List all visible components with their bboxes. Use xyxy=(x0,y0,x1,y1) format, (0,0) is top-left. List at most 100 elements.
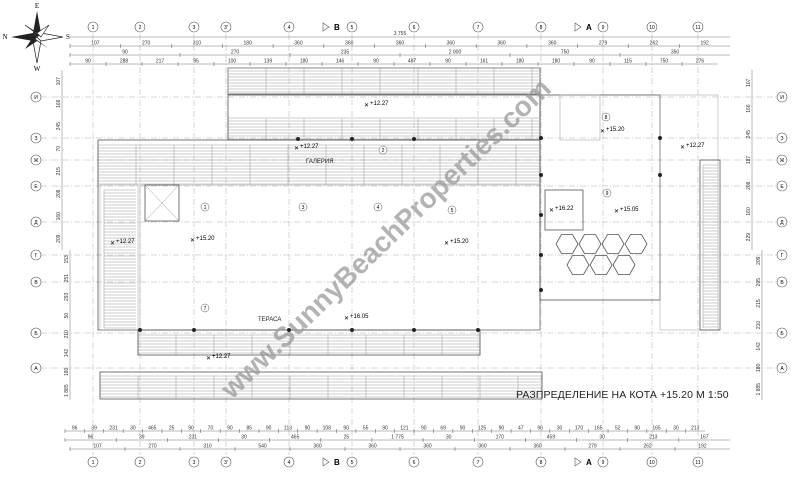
dimension-value: 279 xyxy=(599,41,608,47)
dimension-value: 100 xyxy=(228,59,237,65)
hexagon-pavement xyxy=(624,234,648,254)
column-axis-label: 6 xyxy=(413,460,416,466)
dimension-value: 90 xyxy=(266,426,272,432)
column-marker xyxy=(350,137,354,141)
level-value: +12.27 xyxy=(686,143,705,149)
room-number: 1 xyxy=(204,205,207,211)
dimension-value: 70 xyxy=(208,426,214,432)
axis-bubble xyxy=(30,327,42,339)
dimension-value: 90 xyxy=(421,426,427,432)
axis-bubble xyxy=(535,21,547,33)
axis-bubble xyxy=(134,21,146,33)
compass-n: N xyxy=(2,33,7,41)
dimension-value: 153 xyxy=(64,255,70,264)
level-marker-icon: ✕ xyxy=(344,316,349,322)
dimension-value: 90 xyxy=(537,426,543,432)
axis-bubble xyxy=(30,216,42,228)
dimension-value: 2 000 xyxy=(449,50,462,56)
section-marker-icon xyxy=(322,457,330,467)
dimension-value: 107 xyxy=(93,444,102,450)
level-value: +15.05 xyxy=(620,207,639,213)
section-marker-label: B xyxy=(334,458,340,467)
level-value: +12.27 xyxy=(370,101,389,107)
dimension-value: 208 xyxy=(746,181,752,190)
axis-bubble xyxy=(283,21,295,33)
dimension-value: 210 xyxy=(64,330,70,339)
room-number-bubble xyxy=(298,202,308,212)
dimension-value: 288 xyxy=(120,59,129,65)
dimension-value: 180 xyxy=(516,59,525,65)
dimension-value: 465 xyxy=(148,426,157,432)
dimension-value: 360 xyxy=(396,41,405,47)
hexagon-pavement xyxy=(589,255,613,275)
dimension-value: 310 xyxy=(203,444,212,450)
dimension-value: 360 xyxy=(478,444,487,450)
axis-bubble xyxy=(776,216,788,228)
compass-rose-icon: E N S W xyxy=(2,2,70,73)
dimension-value: 139 xyxy=(264,59,273,65)
column-marker xyxy=(658,173,662,177)
dimension-value: 90 xyxy=(188,426,194,432)
level-marker-icon: ✕ xyxy=(600,129,605,135)
level-marker-icon: ✕ xyxy=(206,356,211,362)
dimension-value: 487 xyxy=(408,59,417,65)
dimension-value: 205 xyxy=(756,278,762,287)
room-number-bubble xyxy=(378,145,388,155)
room-number: 8 xyxy=(605,115,608,121)
dimension-value: 235 xyxy=(341,50,350,56)
column-marker xyxy=(539,136,543,140)
dimension-value: 209 xyxy=(756,256,762,265)
column-axis-label: 8 xyxy=(540,25,543,31)
room-number: 4 xyxy=(377,205,380,211)
dimension-value: 125 xyxy=(478,426,487,432)
column-marker xyxy=(476,328,480,332)
axis-bubble xyxy=(220,21,232,33)
room-number: 3 xyxy=(302,205,305,211)
dimension-value: 70 xyxy=(56,146,62,152)
axis-bubble xyxy=(30,180,42,192)
level-marker-icon: ✕ xyxy=(680,145,685,151)
hexagon-pavement xyxy=(578,234,602,254)
dimension-value: 1 885 xyxy=(64,384,70,397)
dimension-value: 208 xyxy=(56,189,62,198)
column-axis-label: 3 xyxy=(193,460,196,466)
column-axis-label: 3 xyxy=(193,25,196,31)
dimension-value: 121 xyxy=(400,426,409,432)
level-value: +15.20 xyxy=(196,236,215,242)
axis-bubble xyxy=(776,154,788,166)
dimension-value: 107 xyxy=(91,41,100,47)
section-marker-label: A xyxy=(586,458,592,467)
row-axis-label: Ж xyxy=(780,158,785,164)
column-axis-label: 11 xyxy=(695,25,700,31)
column-axis-label: 4 xyxy=(288,25,291,31)
dimension-value: 30 xyxy=(599,435,605,441)
hexagon-pavement xyxy=(555,234,579,254)
axis-bubble xyxy=(408,456,420,468)
column-marker xyxy=(138,328,142,332)
column-axis-label: 10 xyxy=(649,25,655,31)
dimension-value: 262 xyxy=(643,444,652,450)
section-marker-icon xyxy=(574,22,582,32)
dimension-value: 165 xyxy=(652,426,661,432)
dimension-value: 167 xyxy=(700,435,709,441)
dimension-value: 113 xyxy=(284,426,292,432)
row-axis-label: З xyxy=(34,136,37,142)
dimension-value: 165 xyxy=(594,426,603,432)
dimension-value: 180 xyxy=(244,41,253,47)
level-value: +15.20 xyxy=(450,239,469,245)
level-value: +12.27 xyxy=(116,239,135,245)
column-axis-label: 1 xyxy=(92,460,95,466)
dimension-value: 160 xyxy=(746,207,752,216)
dimension-value: 39 xyxy=(139,435,145,441)
column-marker xyxy=(296,137,300,141)
column-axis-label: 1 xyxy=(92,25,95,31)
dimension-value: 360 xyxy=(368,444,377,450)
dimension-value: 115 xyxy=(624,59,632,65)
dimension-value: 161 xyxy=(480,59,489,65)
column-marker xyxy=(539,253,543,257)
axis-bubble xyxy=(597,456,609,468)
dimension-value: 25 xyxy=(344,435,350,441)
column-axis-label: 10 xyxy=(649,460,655,466)
dimension-value: 55 xyxy=(363,426,369,432)
room-label-terrace: ТЕРАСА xyxy=(258,317,281,323)
